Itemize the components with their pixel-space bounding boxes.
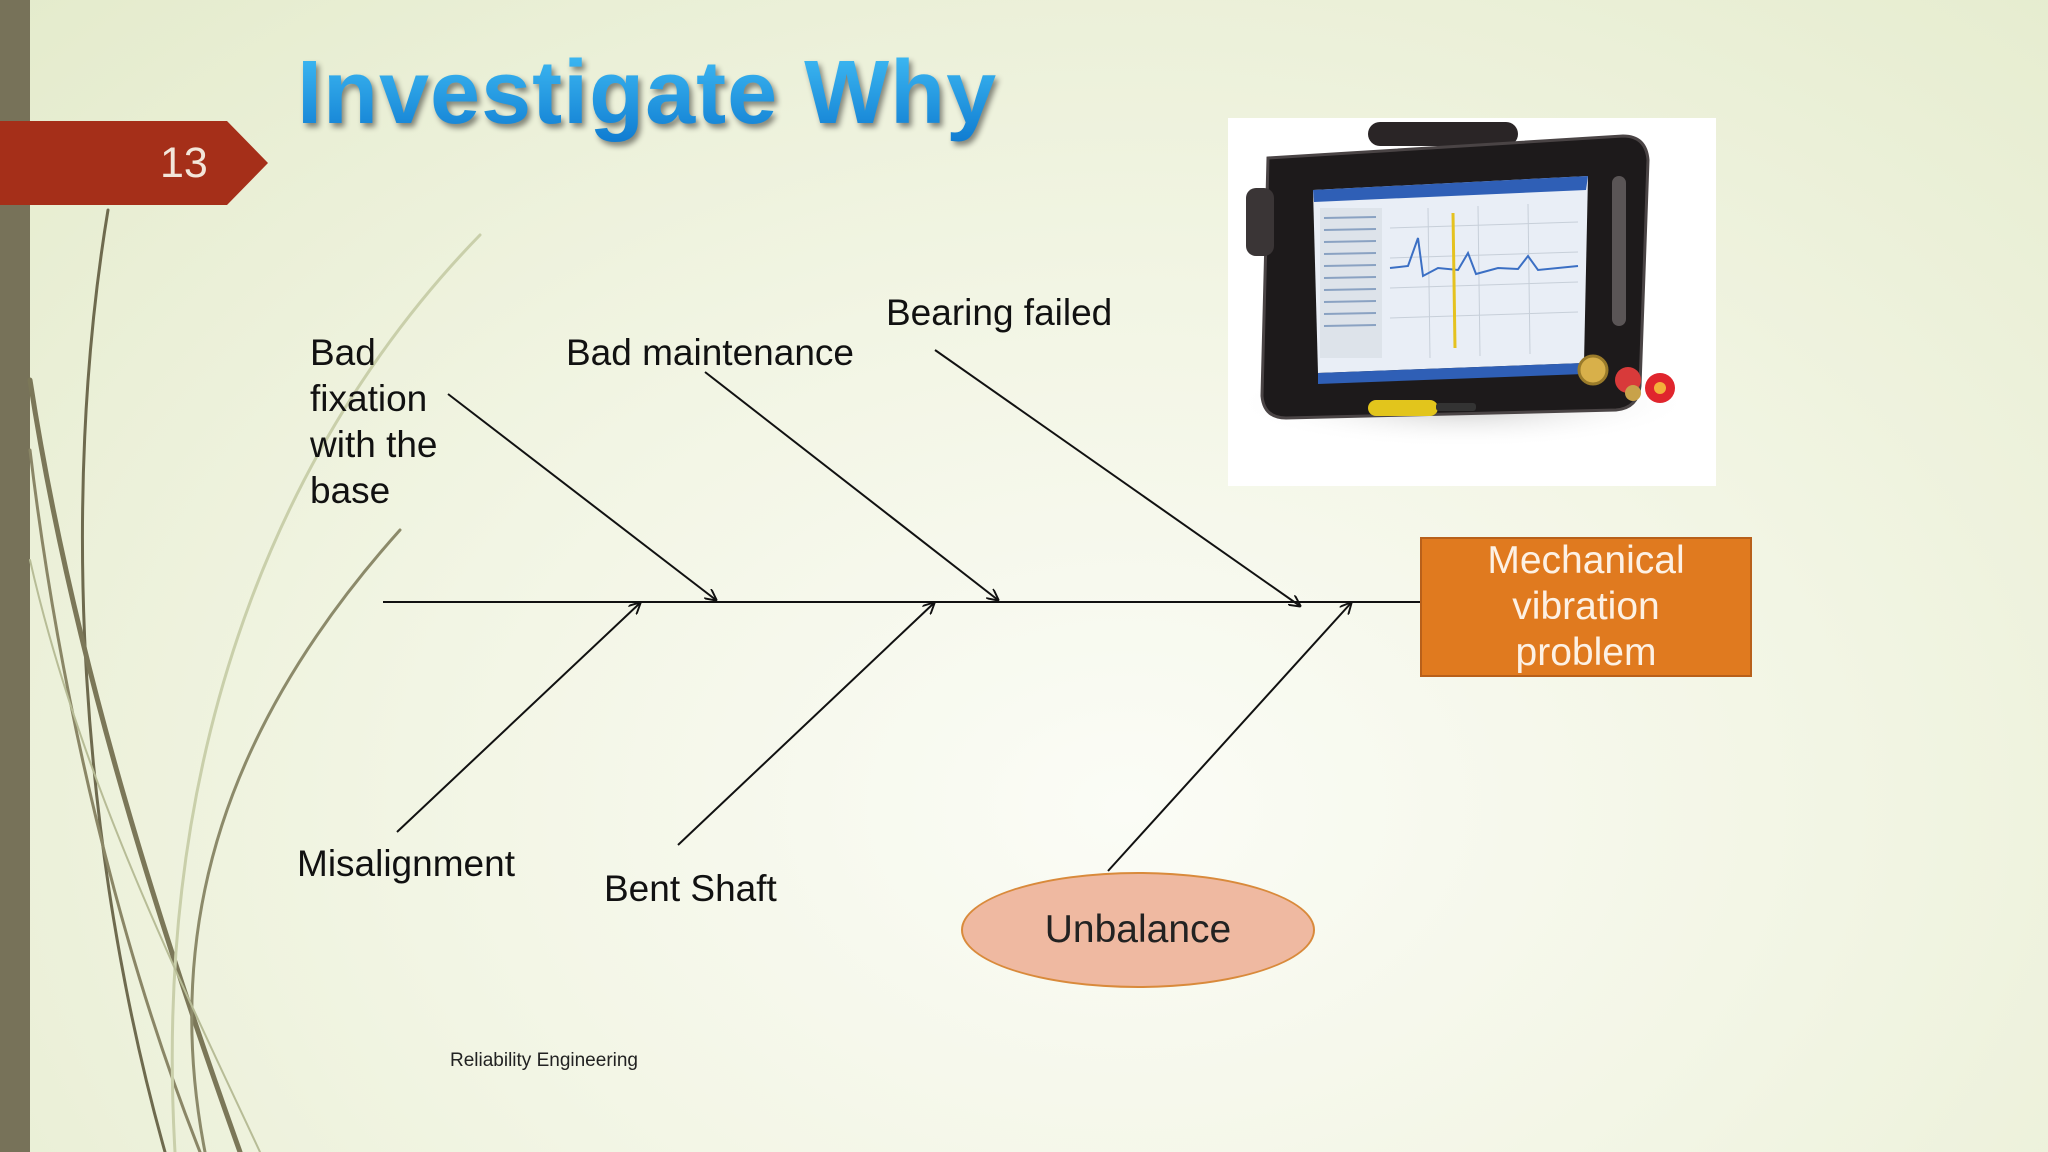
bone-bad-fixation [447, 393, 716, 600]
cause-bad-fixation: Bad fixation with the base [310, 332, 438, 511]
effect-label: Mechanical vibration problem [1487, 539, 1685, 674]
bone-bent-shaft [677, 603, 934, 846]
bone-bad-maintenance [704, 371, 998, 600]
cause-bearing-failed: Bearing failed [886, 292, 1113, 333]
cause-bent-shaft: Bent Shaft [604, 868, 777, 909]
slide-title: Investigate Why [297, 43, 998, 143]
bone-bearing-failed [934, 349, 1300, 606]
effect-box: Mechanical vibration problem [1420, 537, 1752, 677]
slide-number-tab: 13 [0, 121, 268, 205]
cause-bad-maintenance: Bad maintenance [566, 332, 854, 373]
unbalance-ellipse: Unbalance [961, 872, 1315, 988]
cause-misalignment: Misalignment [297, 843, 515, 884]
vibration-analyzer-photo [1228, 118, 1716, 486]
slide-number: 13 [160, 139, 208, 187]
slide-footer: Reliability Engineering [450, 1050, 638, 1071]
bone-unbalance [1107, 603, 1351, 872]
bone-misalignment [396, 603, 640, 833]
cause-unbalance: Unbalance [1044, 908, 1232, 951]
